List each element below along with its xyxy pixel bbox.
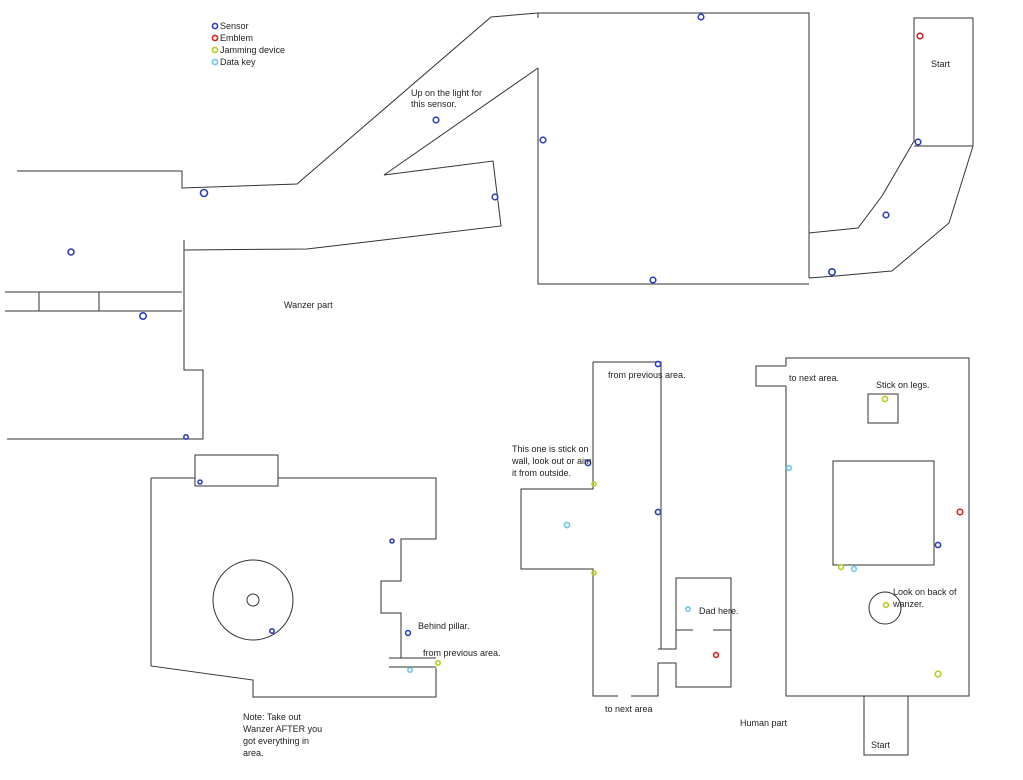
wall-sensor-note-2: wall, look out or aim (511, 456, 592, 466)
sensor-icon (183, 433, 190, 440)
sensor-icon (404, 629, 412, 637)
datakey-icon (785, 464, 793, 472)
to-next-area-mid: to next area (605, 704, 653, 714)
human-part-label: Human part (740, 718, 788, 728)
wanzer-part-label: Wanzer part (284, 300, 333, 310)
sensor-icon (432, 116, 440, 124)
datakey-icon (406, 666, 413, 673)
jamming-icon (434, 659, 441, 666)
sensor-icon (934, 541, 942, 549)
start-label-top: Start (931, 59, 951, 69)
note-line-2: Wanzer AFTER you (243, 724, 322, 734)
note-line-3: got everything in (243, 736, 309, 746)
to-next-area-right: to next area. (789, 373, 839, 383)
jamming-icon (591, 570, 597, 576)
stick-on-legs-label: Stick on legs. (876, 380, 930, 390)
from-previous-area-left: from previous area. (423, 648, 501, 658)
jamming-icon (934, 670, 942, 678)
sensor-icon (199, 188, 209, 198)
sensor-icon (139, 311, 148, 320)
light-sensor-note: Up on the light for (411, 88, 482, 98)
sensor-icon (649, 276, 657, 284)
legend-datakey-label: Data key (220, 57, 256, 67)
legend-emblem-label: Emblem (220, 33, 253, 43)
wall-sensor-note-1: This one is stick on (512, 444, 589, 454)
sensor-icon (654, 508, 662, 516)
jamming-icon (591, 481, 597, 487)
dad-here-label: Dad here. (699, 606, 739, 616)
sensor-icon (389, 538, 395, 544)
bottom-right-markers (785, 395, 964, 678)
legend-datakey-icon (211, 58, 219, 66)
start-label-bottom: Start (871, 740, 891, 750)
bottom-middle-markers (563, 360, 720, 659)
emblem-icon (956, 508, 964, 516)
jamming-icon (881, 395, 889, 403)
jamming-icon (837, 563, 845, 571)
wall-sensor-note-3: it from outside. (512, 468, 571, 478)
bottom-right-walls (755, 357, 970, 756)
datakey-icon (563, 521, 571, 529)
wanzer-part-walls (5, 12, 974, 440)
behind-pillar-label: Behind pillar. (418, 621, 470, 631)
jamming-icon (882, 601, 890, 609)
emblem-icon (712, 651, 720, 659)
light-sensor-note-2: this sensor. (411, 99, 457, 109)
sensor-icon (197, 479, 203, 485)
bottom-middle-walls (520, 361, 732, 697)
sensor-icon (491, 193, 499, 201)
wanzer-part-markers (67, 13, 924, 440)
back-of-wanzer-note-2: wanzer. (892, 599, 924, 609)
bottom-left-walls (150, 454, 437, 698)
note-line-1: Note: Take out (243, 712, 301, 722)
sensor-icon (67, 248, 75, 256)
legend-sensor-label: Sensor (220, 21, 249, 31)
legend-emblem-icon (211, 34, 219, 42)
legend-sensor-icon (211, 22, 219, 30)
from-previous-area-mid: from previous area. (608, 370, 686, 380)
legend-jamming-label: Jamming device (220, 45, 285, 55)
sensor-icon (268, 627, 275, 634)
sensor-icon (914, 138, 922, 146)
sensor-icon (882, 211, 890, 219)
datakey-icon (684, 605, 691, 612)
sensor-icon (827, 267, 836, 276)
back-of-wanzer-note-1: Look on back of (893, 587, 957, 597)
sensor-icon (654, 360, 662, 368)
datakey-icon (850, 565, 858, 573)
legend-jamming-icon (211, 46, 219, 54)
legend: Sensor Emblem Jamming device Data key (211, 21, 285, 67)
sensor-icon (584, 459, 592, 467)
sensor-icon (539, 136, 547, 144)
sensor-icon (697, 13, 705, 21)
note-line-4: area. (243, 748, 264, 758)
emblem-icon (916, 32, 924, 40)
bottom-left-markers (197, 479, 441, 673)
